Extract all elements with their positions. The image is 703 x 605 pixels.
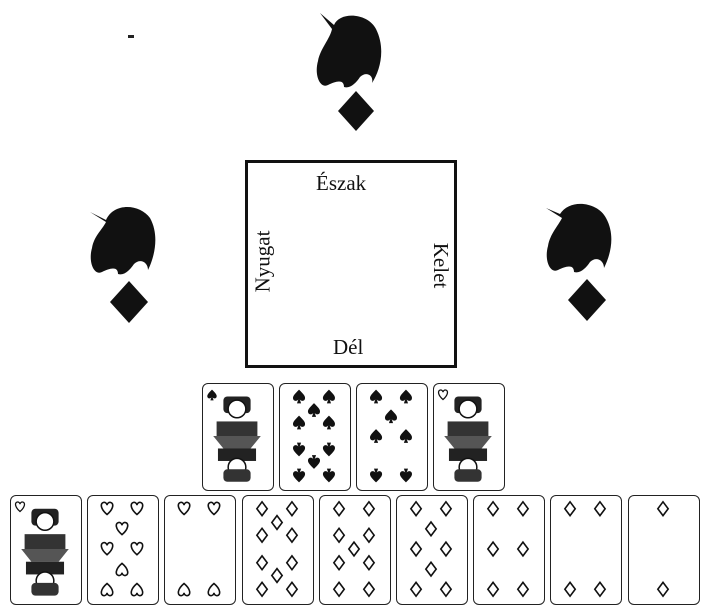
heart-suit-icon [165, 496, 233, 602]
west-diamond-icon [108, 280, 150, 324]
hand-card-9-of-diamond[interactable] [319, 495, 391, 605]
east-label: Kelet [428, 243, 453, 288]
hand-card-6-of-diamond[interactable] [473, 495, 545, 605]
hand-card-8-of-diamond[interactable] [396, 495, 468, 605]
trick-card-7-of-spade[interactable] [356, 383, 428, 491]
trick-card-Q-of-heart[interactable] [433, 383, 505, 491]
diamond-suit-icon [397, 496, 465, 602]
south-label: Dél [333, 335, 363, 360]
spade-suit-icon [357, 384, 425, 488]
hand-card-8-of-heart[interactable] [87, 495, 159, 605]
hand-card-2-of-diamond[interactable] [628, 495, 700, 605]
hand-card-10-of-diamond[interactable] [242, 495, 314, 605]
heart-suit-icon [11, 496, 79, 602]
trick-card-10-of-spade[interactable] [279, 383, 351, 491]
diamond-suit-icon [474, 496, 542, 602]
north-spade-icon [310, 5, 390, 95]
compass-table: Észak Dél Nyugat Kelet [245, 160, 457, 368]
trick-card-J-of-spade[interactable] [202, 383, 274, 491]
hand-card-4-of-heart[interactable] [164, 495, 236, 605]
west-label: Nyugat [250, 231, 275, 293]
heart-suit-icon [434, 384, 502, 488]
east-spade-icon [540, 190, 620, 280]
stray-mark [128, 35, 134, 38]
hand-card-J-of-heart[interactable] [10, 495, 82, 605]
diamond-suit-icon [243, 496, 311, 602]
spade-suit-icon [203, 384, 271, 488]
diamond-suit-icon [551, 496, 619, 602]
spade-suit-icon [280, 384, 348, 488]
hand-card-4-of-diamond[interactable] [550, 495, 622, 605]
west-spade-icon [84, 192, 164, 282]
heart-suit-icon [88, 496, 156, 602]
north-label: Észak [316, 171, 366, 196]
north-diamond-icon [336, 90, 376, 132]
diamond-suit-icon [320, 496, 388, 602]
east-diamond-icon [566, 278, 608, 322]
diamond-suit-icon [629, 496, 697, 602]
